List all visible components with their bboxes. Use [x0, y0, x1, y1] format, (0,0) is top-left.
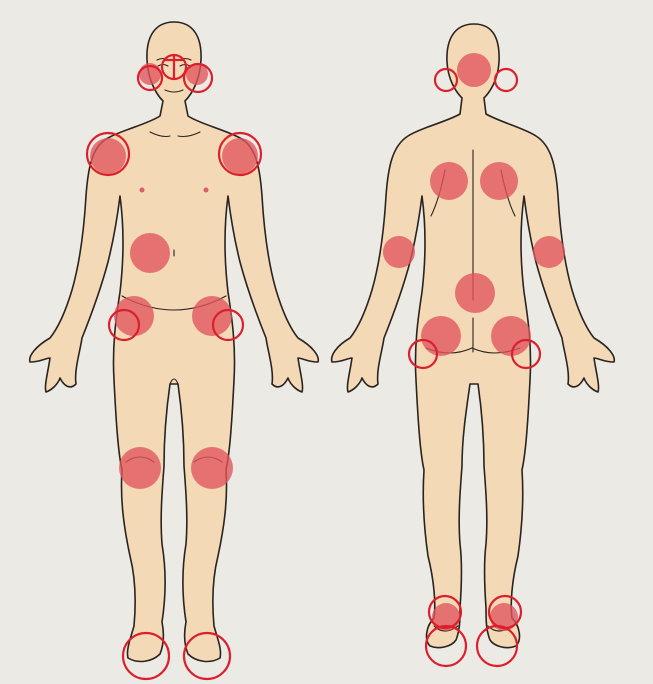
front-nipple-left — [204, 188, 209, 193]
back-marker-elbow-left — [533, 236, 565, 268]
back-marker-upper-back-right — [430, 162, 468, 200]
back-marker-buttock-right — [421, 316, 461, 356]
front-figure — [30, 22, 319, 661]
front-marker-belly — [130, 233, 170, 273]
front-marker-knee-left — [191, 447, 233, 489]
front-nipple-right — [140, 188, 145, 193]
back-figure — [332, 24, 615, 648]
back-ring-ear-left — [495, 69, 517, 91]
front-marker-hip-right — [114, 296, 154, 336]
back-marker-buttock-left — [491, 316, 531, 356]
back-marker-elbow-right — [383, 236, 415, 268]
front-marker-shoulder-right — [90, 138, 126, 174]
front-body-outline — [30, 22, 319, 661]
back-marker-lower-back — [455, 273, 495, 313]
back-marker-neck — [457, 53, 491, 87]
front-marker-shoulder-left — [222, 138, 258, 174]
front-marker-knee-right — [119, 447, 161, 489]
front-marker-hip-left — [192, 296, 232, 336]
back-marker-upper-back-left — [480, 162, 518, 200]
